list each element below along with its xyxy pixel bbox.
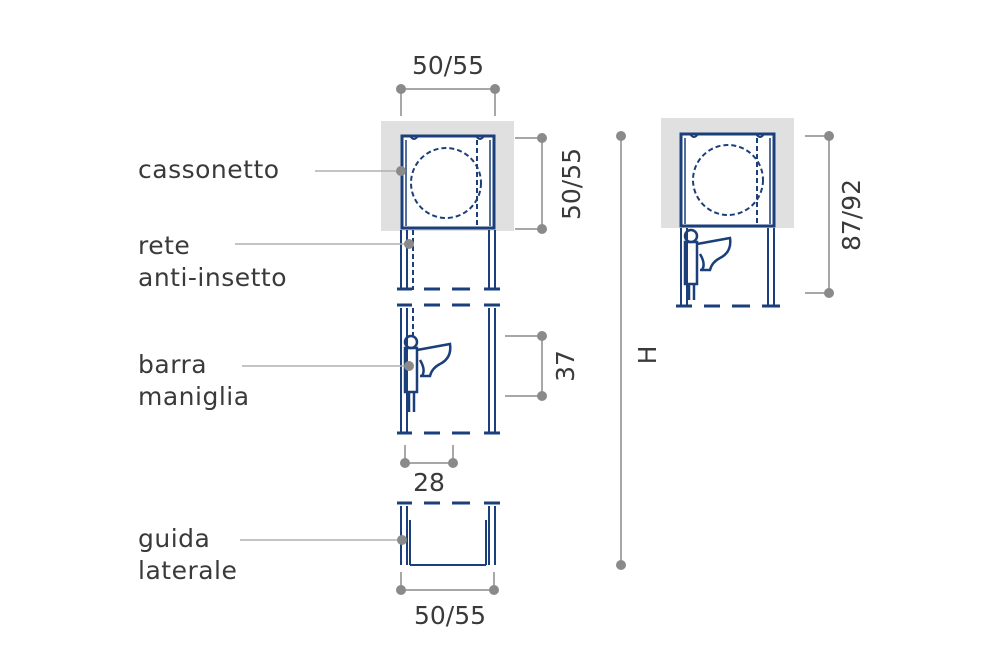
dim-guide-width: 50/55 <box>414 601 486 630</box>
leader-lines <box>235 166 414 545</box>
label-rete-line2: anti-insetto <box>138 263 287 292</box>
dimension-lines <box>396 84 626 595</box>
handle-bar <box>403 334 452 412</box>
side-guides-lower <box>400 506 496 566</box>
label-barra-line2: maniglia <box>138 382 250 411</box>
closed-box-profile <box>679 132 776 228</box>
dim-box-height: 50/55 <box>557 148 586 220</box>
break-line-1 <box>397 287 500 307</box>
closed-dimension-line <box>805 131 834 298</box>
dim-bar-width: 28 <box>413 468 445 497</box>
roller-circle <box>410 147 482 219</box>
dim-closed-height: 87/92 <box>837 179 866 251</box>
dim-box-width: 50/55 <box>412 51 484 80</box>
closed-handle-bar <box>683 228 732 300</box>
label-barra-line1: barra <box>138 350 207 379</box>
side-guides-middle <box>400 308 496 432</box>
label-guida-line1: guida <box>138 524 210 553</box>
label-cassonetto: cassonetto <box>138 155 280 184</box>
break-line-2 <box>397 431 500 505</box>
label-guida-line2: laterale <box>138 556 237 585</box>
closed-roller-circle <box>692 144 764 216</box>
label-rete-line1: rete <box>138 231 190 260</box>
side-guides-upper <box>400 230 496 290</box>
dim-total-height: H <box>633 346 662 365</box>
dim-handle-height: 37 <box>551 350 580 382</box>
